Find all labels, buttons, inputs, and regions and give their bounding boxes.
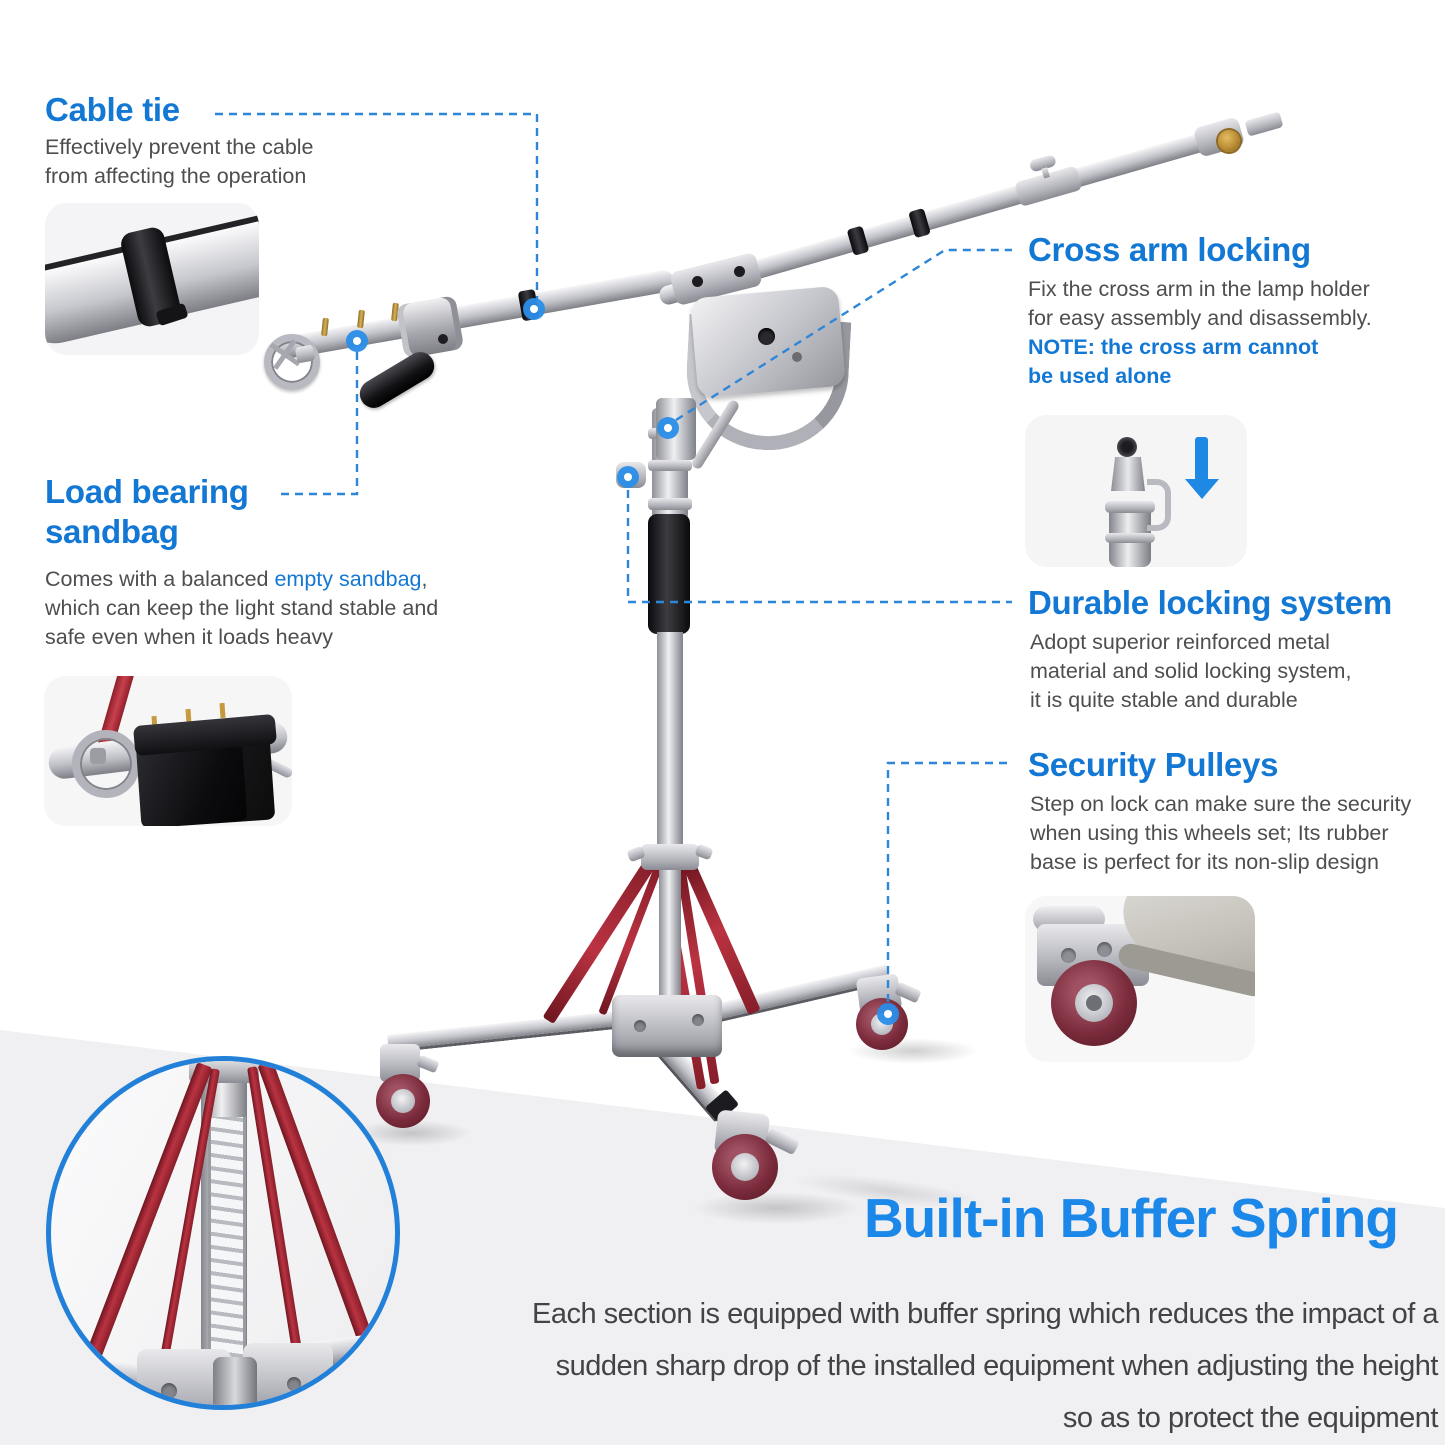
lamp-holder-coupler (656, 398, 696, 460)
cable-tie-title: Cable tie (45, 91, 180, 128)
safety-hook (1147, 479, 1171, 531)
boom-clip-3 (908, 207, 931, 239)
locking-knob (616, 462, 646, 488)
receiver-collar (1105, 501, 1155, 513)
cable-tie-body-line1: Effectively prevent the cable (45, 135, 314, 159)
cable-tie-body-line2: from affecting the operation (45, 164, 307, 188)
sandbag-body-line3: safe even when it loads heavy (45, 625, 334, 649)
security-line (886, 761, 1007, 1002)
sandbag-title-line1: Load bearing (45, 473, 249, 510)
insert-arrow-head (1185, 479, 1219, 499)
column-grip (648, 514, 690, 634)
right-caster-hub (871, 1013, 893, 1035)
empty-sandbag-link: empty sandbag (274, 567, 422, 591)
cross-arm-note-line1: NOTE: the cross arm cannot (1028, 335, 1319, 359)
security-body: Step on lock can make sure the security … (1030, 790, 1411, 877)
base-hub-screw-1 (634, 1020, 646, 1032)
base-arm-left (387, 1009, 636, 1053)
detail-caster-bolt (1086, 995, 1102, 1011)
cable-tie-detail-image (45, 203, 259, 355)
boom-arm-left-segment (278, 268, 676, 360)
circle-base-screw-2 (287, 1377, 301, 1391)
circle-base-clamp (213, 1357, 257, 1405)
spring-coil (208, 1117, 246, 1367)
lamp-holder-screw-2 (734, 266, 745, 277)
security-body-line2: when using this wheels set; Its rubber (1030, 821, 1389, 845)
base-hub-screw-2 (692, 1014, 704, 1026)
left-caster-hub (391, 1089, 415, 1113)
durable-body-line3: it is quite stable and durable (1030, 688, 1298, 712)
receiver-collar-2 (1105, 533, 1155, 543)
buffer-spring-par-line2: sudden sharp drop of the installed equip… (555, 1350, 1439, 1382)
durable-body: Adopt superior reinforced metal material… (1030, 628, 1351, 715)
tripod-collar (641, 844, 699, 870)
column-collar-2 (648, 460, 692, 471)
scissor-pivot (1117, 437, 1137, 457)
cross-arm-body-line2: for easy assembly and disassembly. (1028, 306, 1372, 330)
boom-clamp-screw (438, 334, 448, 344)
boom-clip-1 (517, 288, 540, 322)
sandbag-body-line2: which can keep the light stand stable an… (45, 596, 439, 620)
lamp-holder-screw-1 (692, 276, 703, 287)
cross-arm-body-line1: Fix the cross arm in the lamp holder (1028, 277, 1370, 301)
circle-base-plate-right (243, 1343, 333, 1405)
front-wheel-shadow (692, 1192, 862, 1224)
sandbag-handwheel-hub (90, 748, 106, 764)
boom-end-gear (1218, 130, 1240, 152)
buffer-spring-par-line3: so as to protect the equipment (1062, 1402, 1439, 1434)
lamp-holder-screw-3 (792, 352, 802, 362)
insert-arrow-shaft (1195, 437, 1208, 481)
coupler-cone (1111, 457, 1145, 491)
cable-tie-body: Effectively prevent the cable from affec… (45, 133, 314, 191)
boom-clip-2 (846, 225, 870, 256)
circle-base-screw-1 (161, 1383, 177, 1399)
sandbag-title-line2: sandbag (45, 513, 179, 550)
sandbag-handwheel (72, 730, 140, 798)
cross-arm-title: Cross arm locking (1028, 231, 1311, 268)
buffer-spring-par-line1: Each section is equipped with buffer spr… (532, 1298, 1439, 1330)
security-body-line3: base is perfect for its non-slip design (1030, 850, 1379, 874)
durable-body-line1: Adopt superior reinforced metal (1030, 630, 1330, 654)
boom-end-spigot (1244, 111, 1284, 137)
security-title: Security Pulleys (1028, 746, 1279, 783)
buffer-spring-title: Built-in Buffer Spring (863, 1187, 1399, 1249)
cross-arm-detail-image (1025, 415, 1247, 567)
durable-body-line2: material and solid locking system, (1030, 659, 1352, 683)
buffer-spring-paragraph: Each section is equipped with buffer spr… (398, 1288, 1439, 1444)
durable-title: Durable locking system (1028, 584, 1392, 621)
column-lower (659, 870, 681, 1010)
column-mid (657, 632, 683, 854)
sandbag-gold-pin-3 (219, 702, 226, 719)
front-caster-hub (731, 1153, 759, 1181)
lamp-holder-hole (758, 328, 775, 345)
cross-arm-body: Fix the cross arm in the lamp holder for… (1028, 275, 1372, 391)
boom-clamp-collar (395, 295, 465, 359)
security-body-line1: Step on lock can make sure the security (1030, 792, 1412, 816)
handwheel-hub (294, 344, 316, 364)
sandbag-title: Load bearing sandbag (45, 472, 249, 552)
cross-arm-note-line2: be used alone (1028, 364, 1172, 388)
base-hub (612, 995, 722, 1057)
sandbag-detail-image (44, 676, 292, 826)
caster-bolt-1 (1061, 948, 1076, 963)
sandbag-body-line1: Comes with a balanced empty sandbag, (45, 567, 428, 591)
column-collar-3 (648, 498, 692, 510)
caster-bolt-2 (1097, 942, 1112, 957)
sandbag-body: Comes with a balanced empty sandbag, whi… (45, 565, 438, 652)
buffer-spring-detail-circle (46, 1056, 400, 1410)
boom-grip-handle (354, 346, 440, 414)
wheel-detail-image (1025, 896, 1255, 1062)
